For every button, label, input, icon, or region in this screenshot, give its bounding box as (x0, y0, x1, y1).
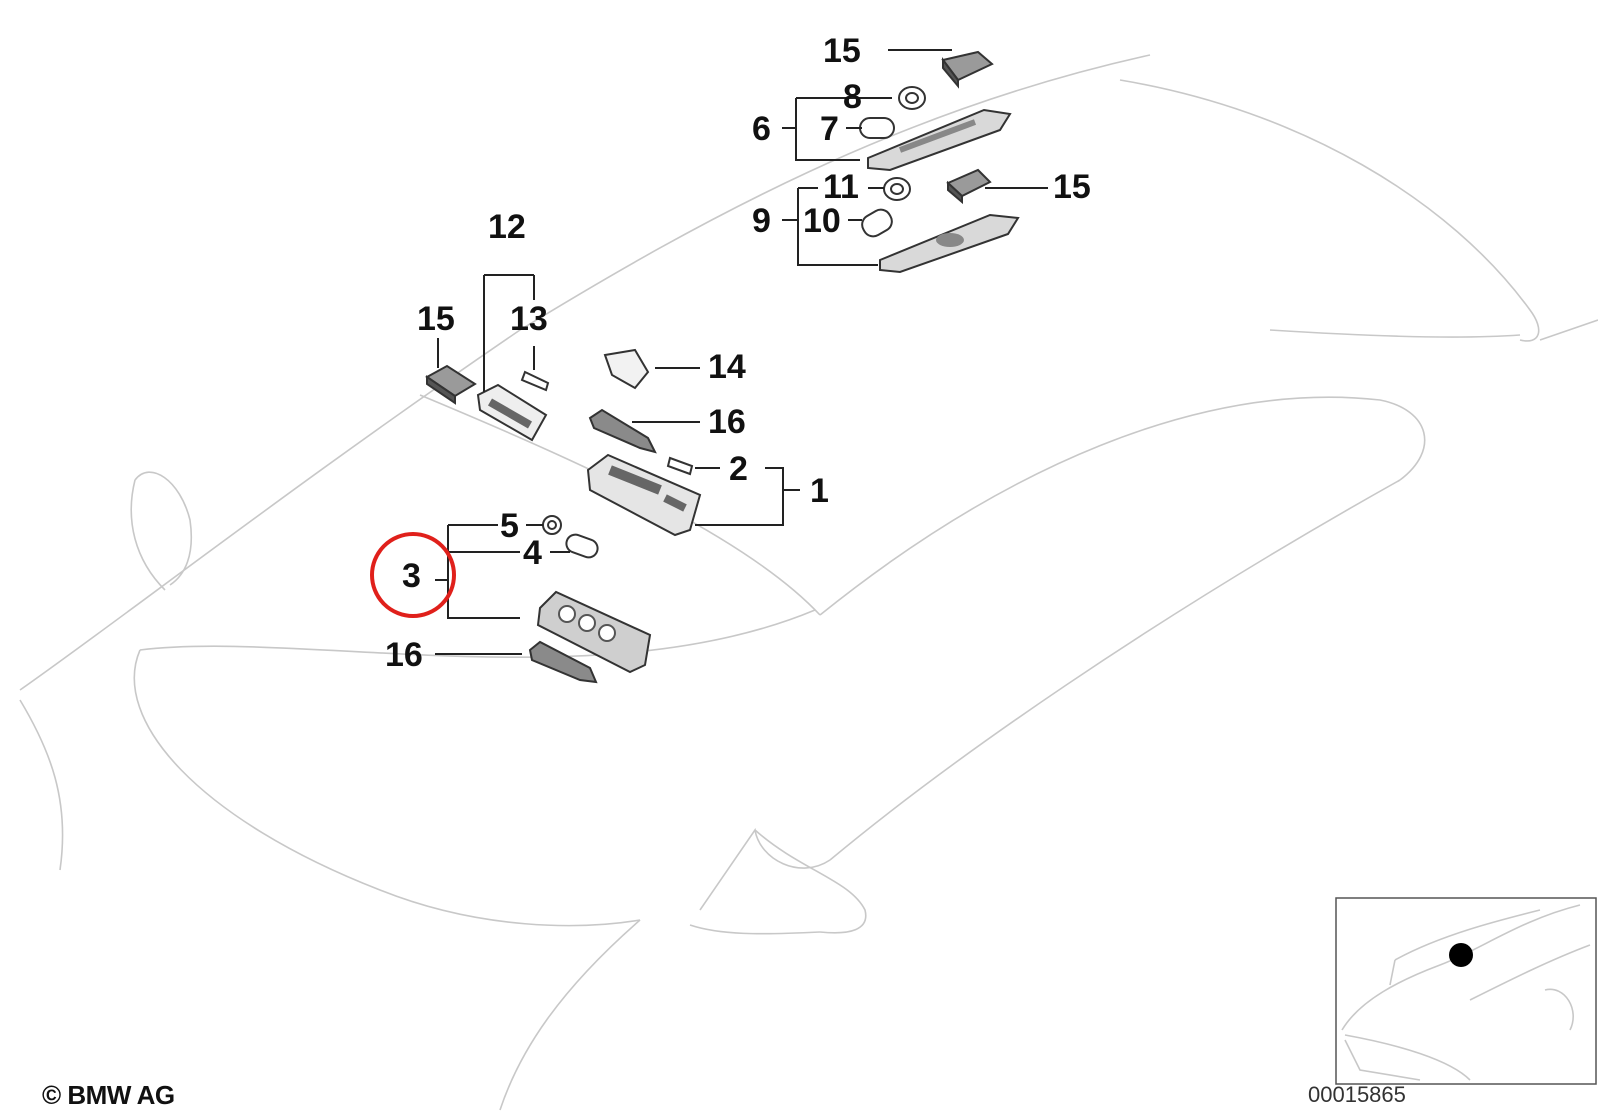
part-4 (565, 533, 599, 559)
copyright-text: © BMW AG (42, 1080, 175, 1110)
callout-15-top: 15 (823, 32, 861, 70)
callout-10: 10 (803, 202, 841, 240)
highlight-circle (370, 532, 456, 618)
locator-thumbnail (1335, 897, 1597, 1085)
part-5 (542, 515, 562, 535)
callout-7: 7 (820, 110, 839, 148)
callout-14: 14 (708, 348, 746, 386)
callout-11: 11 (823, 168, 859, 206)
part-12 (476, 383, 548, 442)
parts (425, 50, 1020, 684)
part-11 (883, 177, 911, 201)
part-10 (861, 208, 893, 238)
callout-16-upper: 16 (708, 403, 746, 441)
part-15-top (941, 50, 994, 89)
callout-2: 2 (729, 450, 748, 488)
callout-1: 1 (810, 472, 829, 510)
part-8 (898, 86, 926, 110)
part-3 (536, 590, 652, 674)
callout-15-right: 15 (1053, 168, 1091, 206)
part-16-upper (588, 408, 657, 454)
callout-5: 5 (500, 507, 519, 545)
car-body-outline (19, 54, 1598, 1111)
locator-dot (1449, 943, 1473, 967)
part-13 (520, 370, 550, 392)
part-15-right (946, 168, 992, 205)
part-14 (603, 348, 650, 390)
part-1 (586, 453, 702, 537)
callout-3: 3 (402, 557, 421, 595)
callout-4: 4 (523, 534, 542, 572)
callout-9: 9 (752, 202, 771, 240)
callout-16-lower: 16 (385, 636, 423, 674)
part-16-lower (528, 640, 598, 684)
callout-15-left: 15 (417, 300, 455, 338)
part-15-left (425, 364, 477, 405)
part-2 (666, 456, 694, 476)
callout-12: 12 (488, 208, 526, 246)
callout-8: 8 (843, 78, 862, 116)
callout-13: 13 (510, 300, 548, 338)
part-7 (859, 117, 895, 139)
callout-labels: 15 8 6 7 11 15 9 10 12 15 13 14 16 2 1 5… (385, 32, 1091, 674)
reference-code: 00015865 (1308, 1082, 1406, 1107)
callout-6: 6 (752, 110, 771, 148)
part-9 (879, 213, 1020, 274)
leader-lines (435, 49, 1048, 655)
part-6 (867, 108, 1012, 172)
